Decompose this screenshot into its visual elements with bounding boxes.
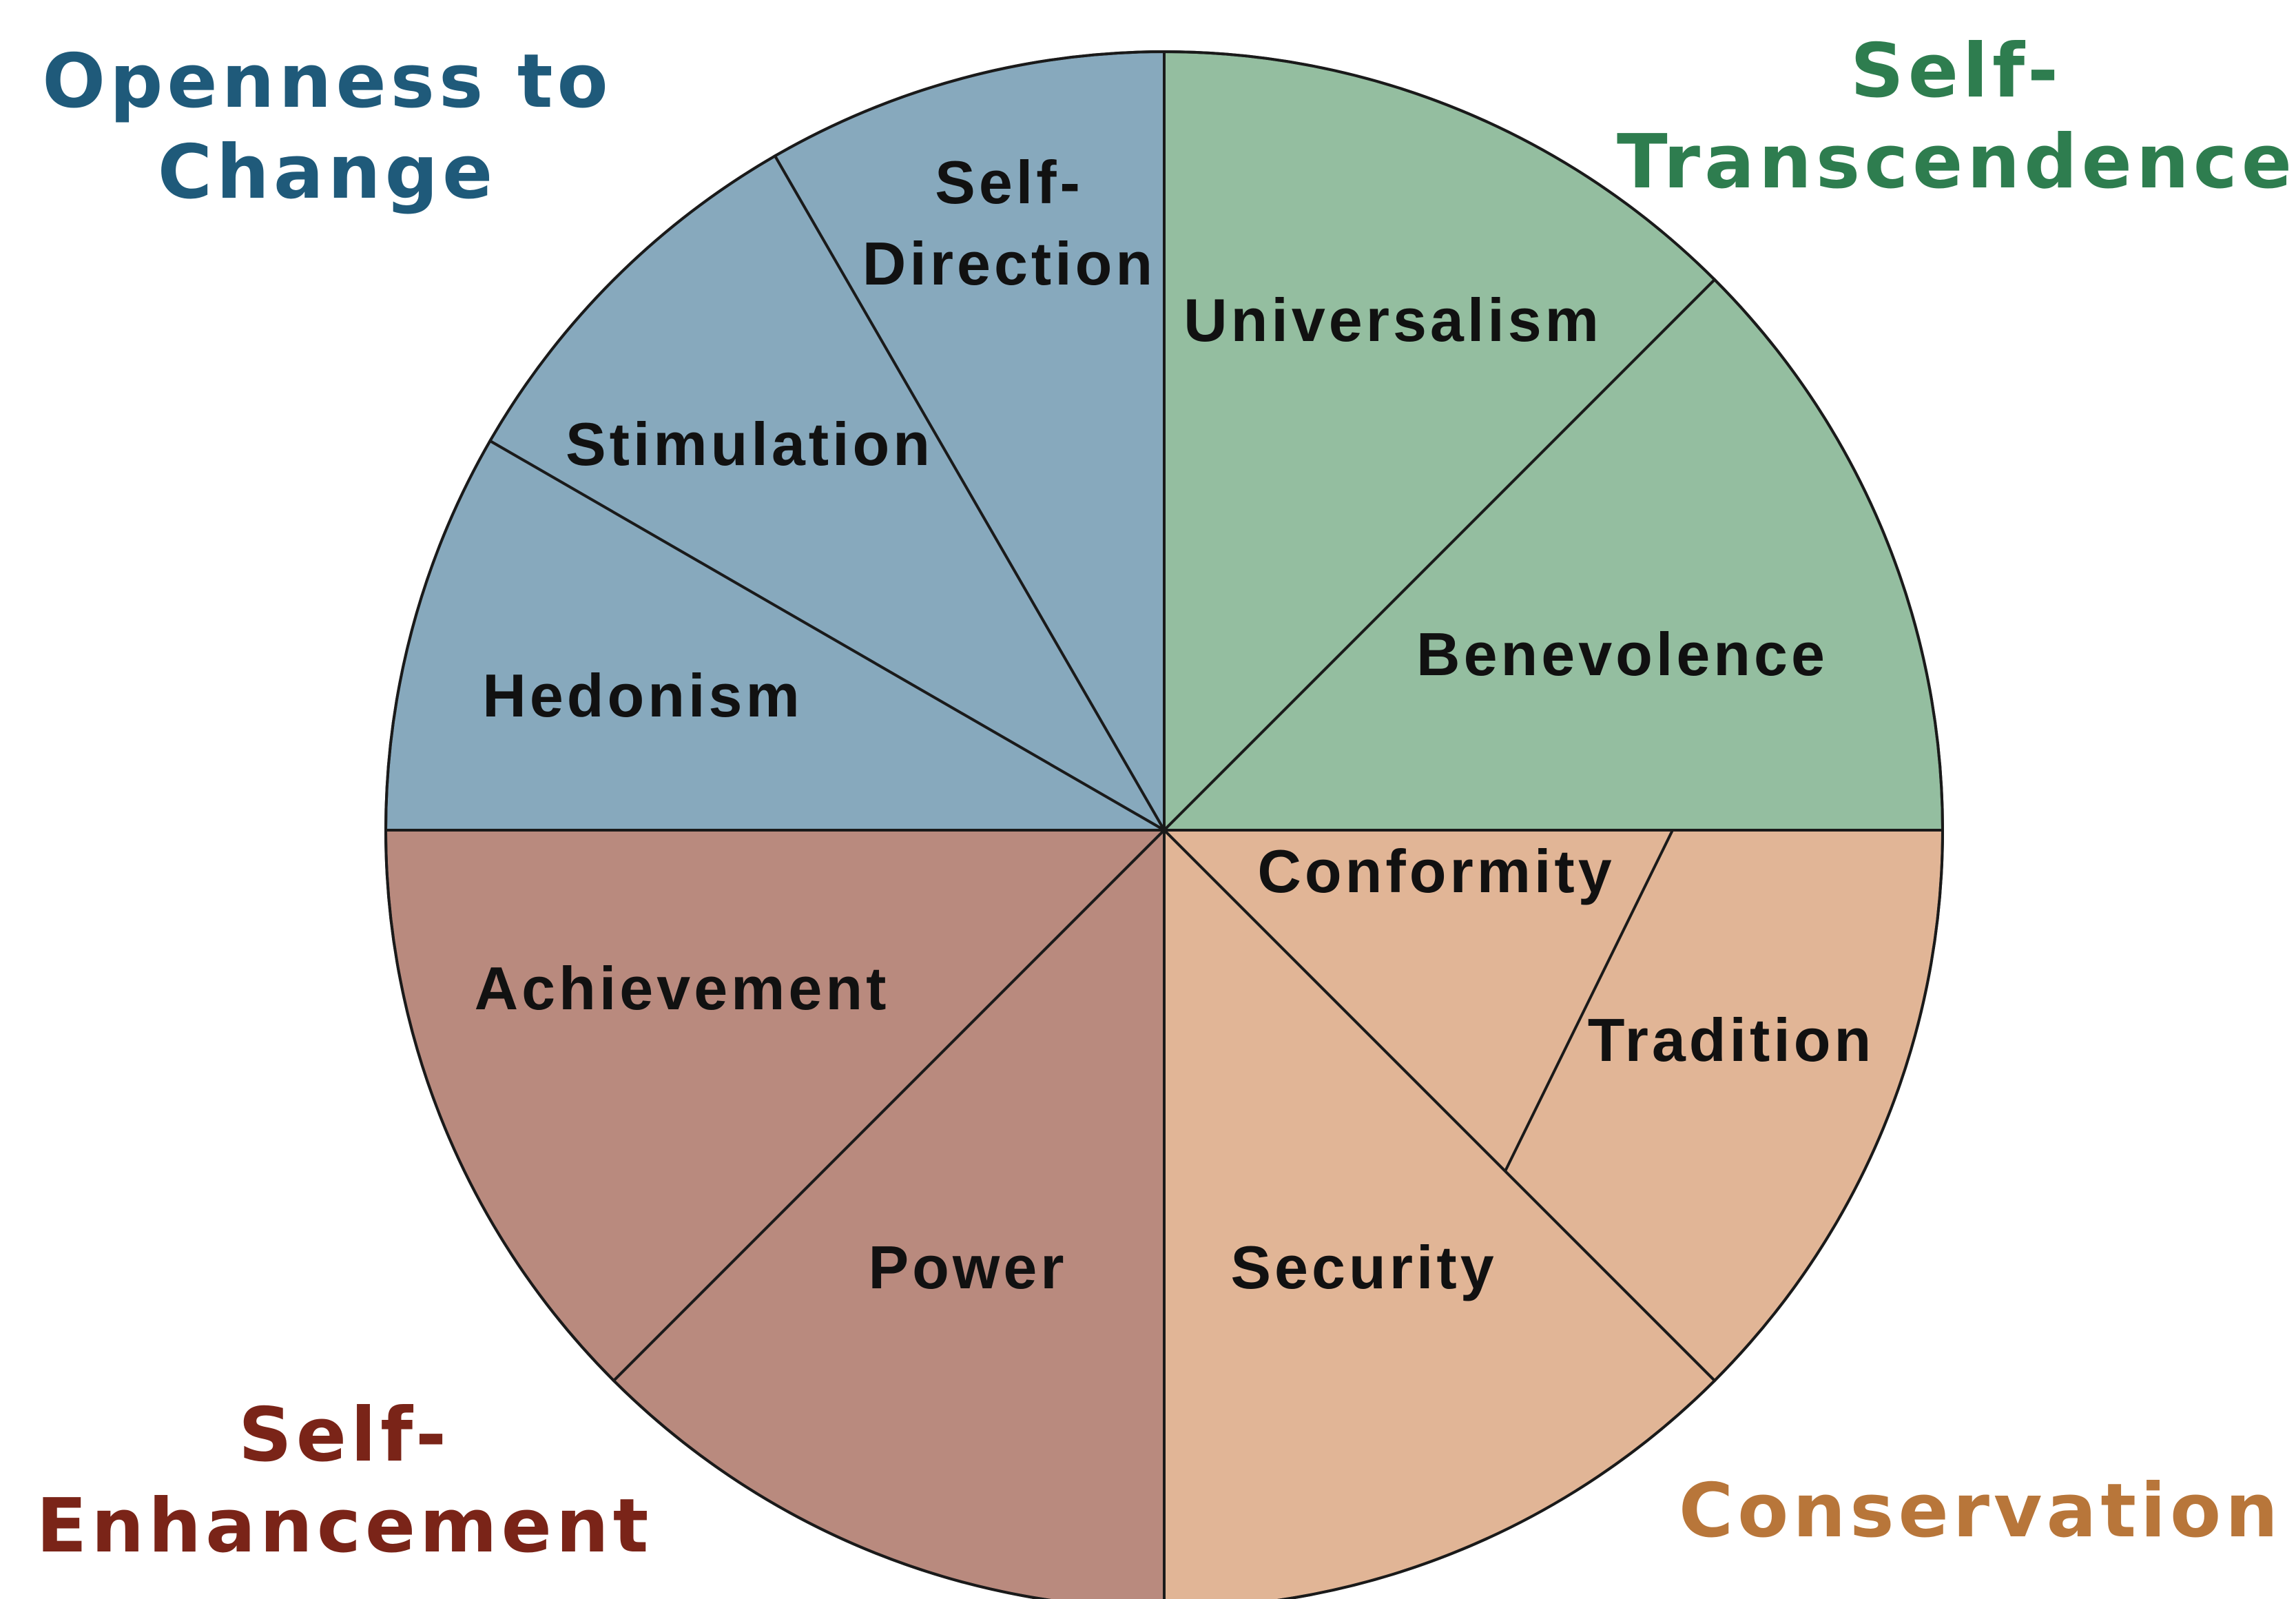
segment-label-hedonism: Hedonism [482, 661, 803, 730]
segment-label-line: Achievement [475, 954, 890, 1022]
group-label-line: Conservation [1679, 1468, 2282, 1554]
segment-label-benevolence: Benevolence [1416, 620, 1828, 688]
segment-label-conformity: Conformity [1257, 837, 1615, 905]
segment-label-line: Direction [862, 229, 1156, 298]
group-label-line: Enhancement [37, 1483, 653, 1569]
segment-label-stimulation: Stimulation [566, 410, 933, 478]
group-label-line: Transcendence [1617, 119, 2296, 205]
segment-label-security: Security [1230, 1233, 1497, 1301]
group-label-transcendence: Self-Transcendence [1617, 28, 2296, 205]
segment-label-line: Benevolence [1416, 620, 1828, 688]
divider-conformity-tradition [1504, 829, 1674, 1172]
segment-label-line: Self- [935, 148, 1084, 216]
segment-label-line: Power [868, 1233, 1067, 1301]
segment-label-line: Stimulation [566, 410, 933, 478]
group-label-line: Self- [238, 1392, 451, 1478]
segment-label-line: Security [1230, 1233, 1497, 1301]
group-label-enhancement: Self-Enhancement [37, 1392, 653, 1569]
segment-label-achievement: Achievement [475, 954, 890, 1022]
group-label-line: Self- [1850, 28, 2062, 114]
group-label-conservation: Conservation [1679, 1468, 2282, 1554]
segment-label-self-direction: Self- Direction [862, 148, 1156, 298]
segment-label-line: Hedonism [482, 661, 803, 730]
wheel-outline [384, 50, 1944, 1599]
segment-label-line: Conformity [1257, 837, 1615, 905]
segment-label-universalism: Universalism [1183, 286, 1602, 354]
group-label-line: Openness to [42, 39, 612, 125]
segment-label-tradition: Tradition [1588, 1006, 1875, 1074]
segment-label-power: Power [868, 1233, 1067, 1301]
segment-label-line: Tradition [1588, 1006, 1875, 1074]
segment-label-line: Universalism [1183, 286, 1602, 354]
group-label-line: Change [158, 130, 497, 216]
